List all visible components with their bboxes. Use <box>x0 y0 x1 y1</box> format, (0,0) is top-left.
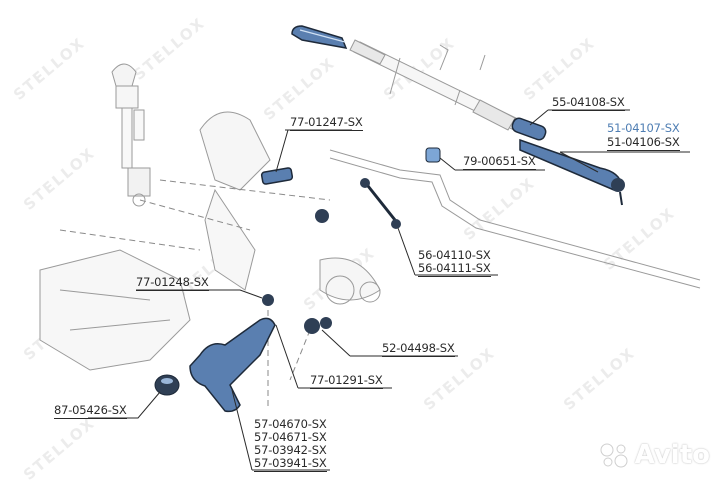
upper-arm-bushing-icon <box>260 167 294 185</box>
part-label-stabilizer-bushing: 79-00651-SX <box>463 154 536 170</box>
tie-rod-boot-icon <box>511 117 547 141</box>
inner-tie-rod-icon <box>291 25 348 49</box>
part-label-lower-arm-1: 57-04670-SX <box>254 417 327 431</box>
shock-absorber-icon <box>111 63 151 207</box>
steering-knuckle-icon <box>199 111 381 305</box>
subframe-bushing-icon <box>154 374 180 396</box>
part-label-subframe-bushing: 87-05426-SX <box>54 403 127 419</box>
tie-rod-end-icon <box>519 138 625 206</box>
avito-logo: Avito <box>599 440 710 470</box>
part-label-stabilizer-link-2: 56-04111-SX <box>418 261 491 277</box>
avito-logo-text: Avito <box>634 440 710 470</box>
part-label-tie-rod-end-highlighted: 51-04107-SX <box>607 121 680 135</box>
stabilizer-bushing-icon <box>425 147 441 163</box>
part-label-lower-arm-4: 57-03941-SX <box>254 456 327 472</box>
part-label-lower-arm-3: 57-03942-SX <box>254 443 327 457</box>
steering-rack-icon <box>349 39 521 131</box>
avito-dots-icon <box>600 443 628 468</box>
part-label-upper-arm-bushing: 77-01247-SX <box>290 115 363 131</box>
subframe-icon <box>39 249 191 371</box>
part-label-tie-rod-end: 51-04106-SX <box>607 135 680 151</box>
stabilizer-link-icon <box>360 178 401 229</box>
lower-control-arm-icon <box>189 317 276 413</box>
part-label-lower-arm-rear-bushing: 77-01291-SX <box>310 373 383 389</box>
lower-arm-front-bushing-icon <box>262 294 274 306</box>
part-label-lower-arm-front-bushing: 77-01248-SX <box>136 275 209 291</box>
part-label-lower-arm-2: 57-04671-SX <box>254 430 327 444</box>
stabilizer-bar-icon <box>329 149 701 289</box>
part-label-tie-rod-boot: 55-04108-SX <box>552 95 625 111</box>
ball-joint-icon <box>304 209 332 334</box>
part-label-stabilizer-link-1: 56-04110-SX <box>418 248 491 262</box>
part-label-ball-joint: 52-04498-SX <box>382 341 455 357</box>
highlighted-parts <box>154 25 625 413</box>
